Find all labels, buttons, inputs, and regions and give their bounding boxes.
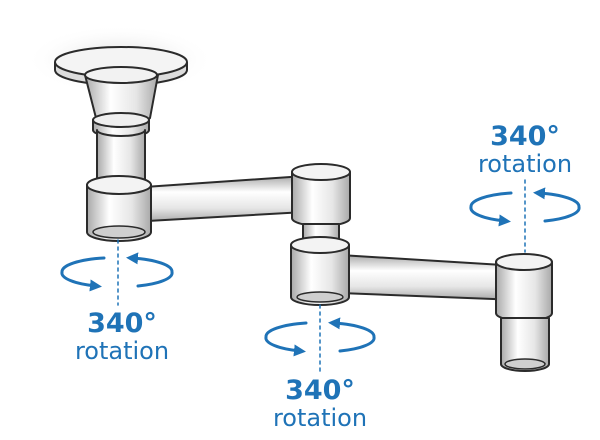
rotation-word: rotation [74,337,170,365]
rotation-degrees: 340° [490,121,560,152]
lower-arm-tube [339,254,521,301]
joint-a-housing [86,175,152,242]
rotation-arrows-joint-c [469,179,581,253]
rotation-label-joint-c: 340° rotation [455,123,595,176]
rotation-degrees: 340° [285,375,355,406]
rotation-arrows-joint-a [60,239,174,306]
collar-ring [92,112,150,138]
rotation-label-joint-b: 340° rotation [250,377,390,430]
end-stub [500,317,550,372]
elbow-upper-housing [291,163,351,227]
joint-b-housing [290,236,350,306]
rotation-degrees: 340° [87,308,157,339]
rotation-word: rotation [272,404,368,432]
rotation-arrows-joint-b [264,304,376,373]
rotation-word: rotation [477,150,573,178]
vertical-post [96,129,146,181]
joint-c-housing [495,253,553,322]
rotation-label-joint-a: 340° rotation [52,310,192,363]
